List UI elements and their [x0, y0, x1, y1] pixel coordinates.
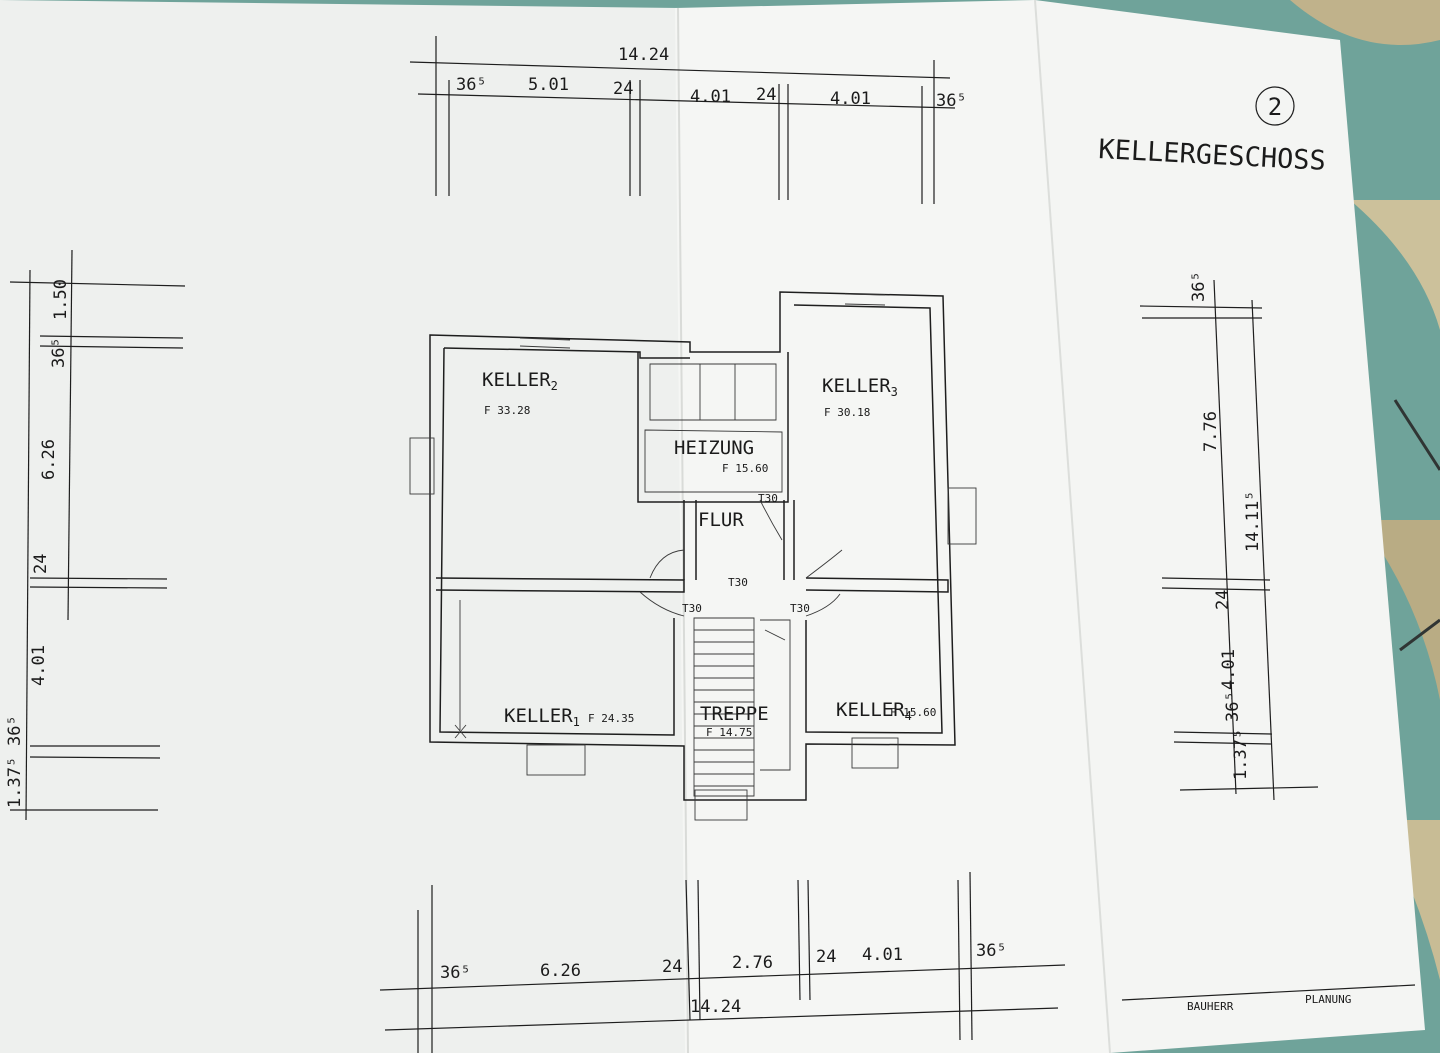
- top-dim-7: 36⁵: [936, 91, 967, 111]
- bottom-dim-4: 2.76: [732, 953, 773, 973]
- left-dim-4: 24: [31, 554, 51, 574]
- left-dim-6: 36⁵: [5, 715, 25, 746]
- svg-text:F 14.75: F 14.75: [706, 726, 752, 739]
- svg-text:KELLER2: KELLER2: [482, 369, 558, 393]
- room-keller-3: KELLER3 F 30.18: [822, 375, 898, 419]
- svg-text:F 33.28: F 33.28: [484, 404, 530, 417]
- svg-text:KELLER4: KELLER4: [836, 699, 912, 723]
- left-dim-2: 36⁵: [49, 337, 69, 368]
- room-keller-4: KELLER4 F 15.60: [836, 699, 936, 723]
- door-label-2: T30: [728, 576, 748, 589]
- footer-bauherr: BAUHERR: [1187, 1000, 1234, 1013]
- room-treppe: TREPPE F 14.75: [700, 703, 769, 739]
- top-dim-3: 24: [613, 79, 633, 99]
- door-label-4: T30: [790, 602, 810, 615]
- left-dim-7: 1.37⁵: [5, 757, 25, 808]
- bottom-total-dim: 14.24: [690, 997, 741, 1017]
- bottom-dimension-chain: 36⁵ 6.26 24 2.76 24 4.01 36⁵ 14.24: [379, 871, 1066, 1053]
- room-keller-2: KELLER2 F 33.28: [482, 369, 558, 417]
- bottom-dim-1: 36⁵: [440, 963, 471, 983]
- top-dim-6: 4.01: [830, 89, 871, 109]
- right-dimension-chain: 36⁵ 7.76 14.11⁵ 24 4.01 36⁵ 1.37⁵: [1139, 271, 1319, 801]
- leaf-pattern-background: [1290, 0, 1440, 980]
- room-heizung: HEIZUNG F 15.60: [674, 437, 768, 475]
- sheet-number: 2: [1255, 86, 1295, 126]
- right-dim-4: 4.01: [1219, 649, 1239, 690]
- paper-right: [1035, 0, 1425, 1053]
- room-keller-1: KELLER1 F 24.35: [504, 705, 634, 729]
- right-dim-total: 14.11⁵: [1243, 491, 1263, 552]
- paper-middle: [675, 0, 1110, 1053]
- bottom-dim-7: 36⁵: [976, 941, 1007, 961]
- door-label-3: T30: [682, 602, 702, 615]
- top-dim-2: 5.01: [528, 75, 569, 95]
- bottom-dim-2: 6.26: [540, 961, 581, 981]
- top-dim-5: 24: [756, 85, 776, 105]
- svg-text:KELLER3: KELLER3: [822, 375, 898, 399]
- right-dim-1: 36⁵: [1189, 271, 1209, 302]
- svg-text:F 24.35: F 24.35: [588, 712, 634, 725]
- top-total-dim: 14.24: [618, 45, 669, 65]
- top-dim-4: 4.01: [690, 87, 731, 107]
- door-label-1: T30: [758, 492, 778, 505]
- left-dim-3: 6.26: [39, 439, 59, 480]
- right-dim-2: 7.76: [1201, 411, 1221, 452]
- paper-left: [0, 0, 690, 1053]
- top-dim-1: 36⁵: [456, 75, 487, 95]
- svg-text:KELLER1: KELLER1: [504, 705, 580, 729]
- left-dim-5: 4.01: [29, 645, 49, 686]
- floor-plan: [409, 291, 977, 821]
- footer-planung: PLANUNG: [1305, 993, 1351, 1006]
- top-dimension-chain: 14.24 36⁵ 5.01 24 4.01 24 4.01 36⁵: [409, 36, 967, 204]
- right-dim-6: 1.37⁵: [1231, 729, 1251, 780]
- right-dim-5: 36⁵: [1223, 691, 1243, 722]
- svg-text:FLUR: FLUR: [698, 509, 744, 531]
- svg-text:HEIZUNG: HEIZUNG: [674, 437, 754, 459]
- sheet-number-text: 2: [1268, 93, 1282, 121]
- svg-text:F 15.60: F 15.60: [722, 462, 768, 475]
- bottom-dim-6: 4.01: [862, 945, 903, 965]
- svg-text:F 30.18: F 30.18: [824, 406, 870, 419]
- svg-text:F 15.60: F 15.60: [890, 706, 936, 719]
- bottom-dim-5: 24: [816, 947, 836, 967]
- left-dim-1: 1.50: [51, 279, 71, 320]
- left-dimension-chain: 1.50 36⁵ 6.26 24 4.01 36⁵ 1.37⁵: [5, 249, 186, 821]
- room-flur: FLUR: [698, 509, 744, 531]
- right-dim-3: 24: [1213, 590, 1233, 610]
- bottom-dim-3: 24: [662, 957, 682, 977]
- svg-text:TREPPE: TREPPE: [700, 703, 769, 725]
